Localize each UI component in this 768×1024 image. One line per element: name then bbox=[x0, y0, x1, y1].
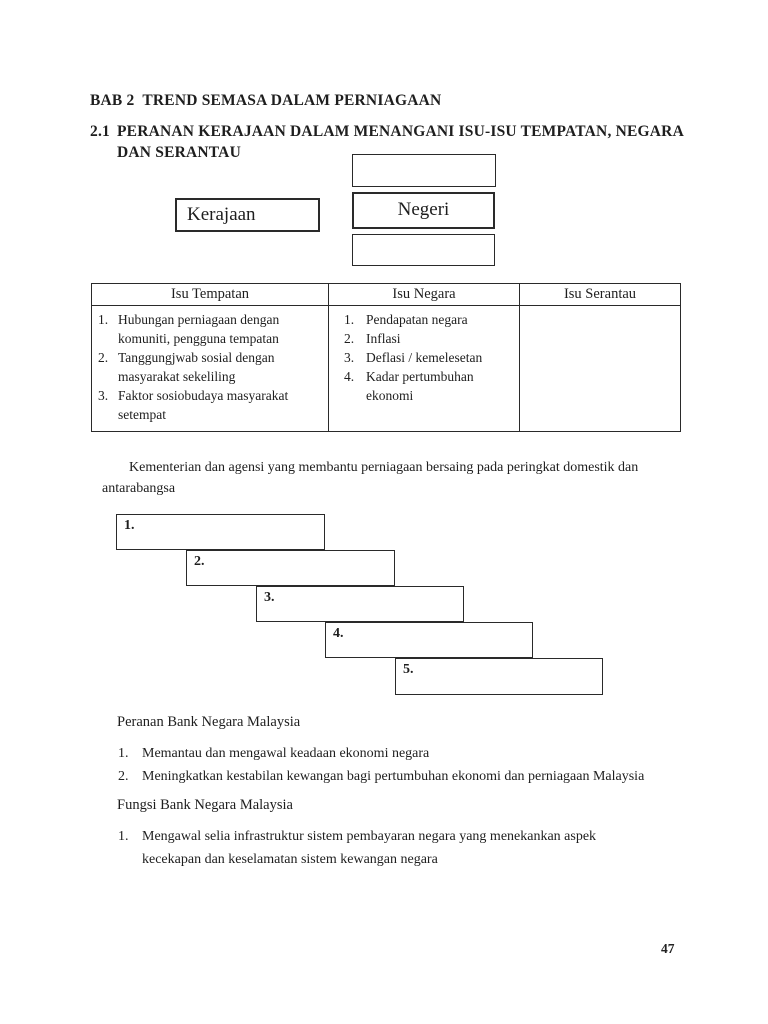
col-header-isu-negara: Isu Negara bbox=[328, 283, 520, 306]
negeri-label: Negeri bbox=[397, 199, 450, 220]
item-number: 2. bbox=[118, 769, 129, 784]
list-item: 1. Mengawal selia infrastruktur sistem pe… bbox=[118, 825, 718, 871]
fungsi-title: Fungsi Bank Negara Malaysia bbox=[117, 797, 293, 813]
negeri-box: Negeri bbox=[352, 192, 495, 229]
issues-table-body-row: 1. Hubungan perniagaan dengan komuniti, p… bbox=[91, 305, 681, 432]
list-item: 2. Inflasi bbox=[329, 329, 516, 348]
issues-table: Isu Tempatan Isu Negara Isu Serantau 1. H… bbox=[91, 283, 681, 432]
item-number: 1. bbox=[118, 829, 129, 844]
item-number: 2. bbox=[344, 331, 355, 346]
item-text: Faktor sosiobudaya masyarakat setempat bbox=[118, 388, 289, 422]
section-number: 2.1 bbox=[90, 123, 110, 140]
list-item: 2. Meningkatkan kestabilan kewangan bagi … bbox=[118, 765, 718, 788]
item-number: 1. bbox=[344, 312, 355, 327]
list-item: 4. Kadar pertumbuhan ekonomi bbox=[329, 367, 516, 405]
cell-isu-negara: 1. Pendapatan negara 2. Inflasi 3. Deflasi … bbox=[328, 305, 520, 432]
list-item: 3. Faktor sosiobudaya masyarakat setempat bbox=[92, 386, 325, 424]
item-text: Deflasi / kemelesetan bbox=[366, 350, 483, 365]
item-text: Meningkatkan kestabilan kewangan bagi pe… bbox=[142, 769, 645, 784]
peranan-list: 1. Memantau dan mengawal keadaan ekonomi … bbox=[118, 742, 718, 788]
item-number: 2. bbox=[98, 350, 109, 365]
item-text: Hubungan perniagaan dengan komuniti, pen… bbox=[118, 312, 280, 346]
item-number: 3. bbox=[98, 388, 109, 403]
item-text: Tanggungjwab sosial dengan masyarakat se… bbox=[118, 350, 275, 384]
step-box-4: 4. bbox=[325, 622, 533, 658]
item-text: Kadar pertumbuhan ekonomi bbox=[366, 369, 474, 403]
item-number: 4. bbox=[344, 369, 355, 384]
col-header-isu-tempatan: Isu Tempatan bbox=[91, 283, 329, 306]
item-text: Memantau dan mengawal keadaan ekonomi ne… bbox=[142, 746, 430, 761]
isu-tempatan-list: 1. Hubungan perniagaan dengan komuniti, p… bbox=[92, 310, 325, 424]
list-item: 1. Memantau dan mengawal keadaan ekonomi … bbox=[118, 742, 718, 765]
step-box-1: 1. bbox=[116, 514, 325, 550]
list-item: 2. Tanggungjwab sosial dengan masyarakat … bbox=[92, 348, 325, 386]
step-box-5: 5. bbox=[395, 658, 603, 695]
negeri-empty-box-top bbox=[352, 154, 496, 187]
negeri-empty-box-bottom bbox=[352, 234, 495, 266]
issues-table-header-row: Isu Tempatan Isu Negara Isu Serantau bbox=[91, 283, 681, 306]
item-number: 3. bbox=[344, 350, 355, 365]
list-item: 3. Deflasi / kemelesetan bbox=[329, 348, 516, 367]
chapter-heading: BAB 2 TREND SEMASA DALAM PERNIAGAAN bbox=[90, 92, 442, 109]
step-box-2: 2. bbox=[186, 550, 395, 586]
peranan-title: Peranan Bank Negara Malaysia bbox=[117, 714, 301, 730]
step-number: 2. bbox=[194, 554, 205, 569]
kerajaan-box: Kerajaan bbox=[175, 198, 320, 232]
section-heading-line1: 2.1 PERANAN KERAJAAN DALAM MENANGANI ISU-… bbox=[90, 121, 684, 142]
isu-negara-list: 1. Pendapatan negara 2. Inflasi 3. Deflasi … bbox=[329, 310, 516, 405]
fungsi-list: 1. Mengawal selia infrastruktur sistem pe… bbox=[118, 825, 718, 871]
cell-isu-serantau-empty bbox=[519, 305, 681, 432]
item-text: Inflasi bbox=[366, 331, 401, 346]
cell-isu-tempatan: 1. Hubungan perniagaan dengan komuniti, p… bbox=[91, 305, 329, 432]
list-item: 1. Hubungan perniagaan dengan komuniti, p… bbox=[92, 310, 325, 348]
section-title-line1: PERANAN KERAJAAN DALAM MENANGANI ISU-ISU… bbox=[117, 123, 684, 140]
kerajaan-label: Kerajaan bbox=[187, 204, 256, 225]
list-item: 1. Pendapatan negara bbox=[329, 310, 516, 329]
item-text: Pendapatan negara bbox=[366, 312, 468, 327]
item-number: 1. bbox=[118, 746, 129, 761]
section-title-line2: DAN SERANTAU bbox=[117, 144, 241, 161]
page-number: 47 bbox=[661, 941, 675, 956]
step-number: 3. bbox=[264, 590, 275, 605]
section-heading: 2.1 PERANAN KERAJAAN DALAM MENANGANI ISU-… bbox=[90, 121, 684, 163]
step-box-3: 3. bbox=[256, 586, 464, 622]
item-text: Mengawal selia infrastruktur sistem pemb… bbox=[142, 829, 597, 867]
col-header-isu-serantau: Isu Serantau bbox=[519, 283, 681, 306]
item-number: 1. bbox=[98, 312, 109, 327]
step-number: 5. bbox=[403, 662, 414, 677]
step-number: 4. bbox=[333, 626, 344, 641]
step-number: 1. bbox=[124, 518, 135, 533]
ministries-intro: Kementerian dan agensi yang membantu per… bbox=[102, 460, 639, 496]
